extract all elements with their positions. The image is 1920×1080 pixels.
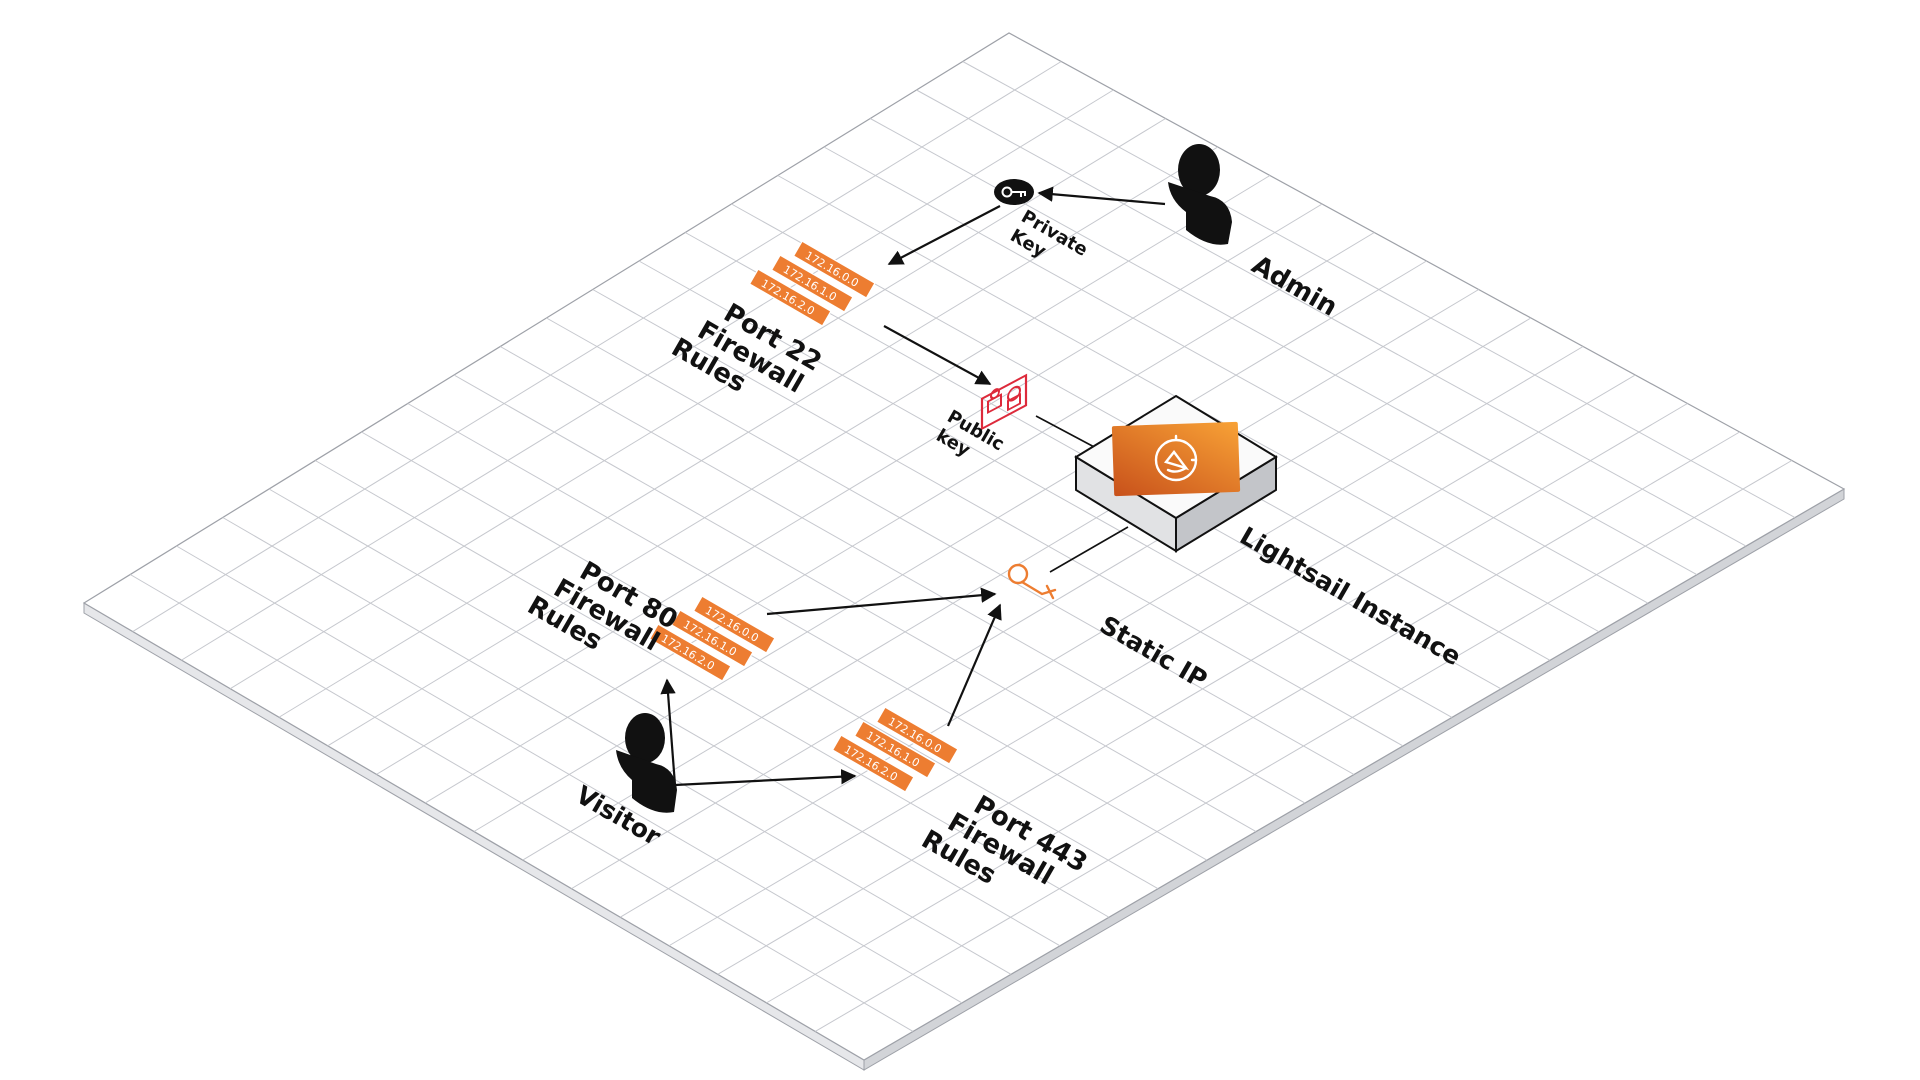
certificate-lock-icon bbox=[980, 373, 1028, 431]
edge-private-key-to-port22 bbox=[887, 205, 1001, 265]
static-ip-node bbox=[1007, 563, 1057, 600]
visitor-user-icon bbox=[616, 713, 677, 813]
grid-line bbox=[522, 289, 1479, 861]
floor-surface bbox=[82, 32, 1846, 1061]
edge-admin-to-private-key bbox=[1037, 186, 1166, 206]
edge-visitor-to-port80 bbox=[660, 678, 677, 786]
public-key-node bbox=[980, 373, 1028, 431]
edge-static-ip-to-instance bbox=[1049, 526, 1129, 573]
connection-arrows bbox=[660, 186, 1166, 787]
edge-visitor-to-port443 bbox=[674, 769, 857, 787]
lightsail-icon-tile bbox=[1111, 421, 1241, 497]
grid-line bbox=[132, 61, 1062, 632]
edge-public-key-to-instance bbox=[1035, 415, 1099, 450]
edge-port80-to-static-ip bbox=[766, 587, 997, 616]
grid-line bbox=[619, 346, 1584, 918]
grid-line bbox=[571, 317, 1532, 890]
grid-line bbox=[278, 146, 1219, 718]
edge-port22-to-public-key bbox=[883, 325, 992, 385]
grid-line bbox=[181, 89, 1114, 661]
grid-line bbox=[668, 374, 1636, 947]
elastic-ip-icon bbox=[1007, 563, 1029, 585]
edge-port443-to-static-ip bbox=[946, 603, 1002, 727]
grid-line bbox=[717, 403, 1688, 975]
grid-line bbox=[327, 175, 1271, 747]
grid-line bbox=[424, 232, 1375, 804]
grid-line bbox=[814, 460, 1793, 1032]
lightsail-sail-glyph bbox=[1154, 434, 1198, 482]
grid-line bbox=[229, 118, 1166, 690]
private-key-node bbox=[994, 179, 1034, 205]
grid-line bbox=[766, 431, 1740, 1004]
isometric-grid-floor bbox=[82, 32, 1846, 1071]
grid-line bbox=[376, 203, 1323, 775]
lightsail-instance-node bbox=[1074, 394, 1278, 553]
admin-user-icon bbox=[1168, 144, 1232, 245]
